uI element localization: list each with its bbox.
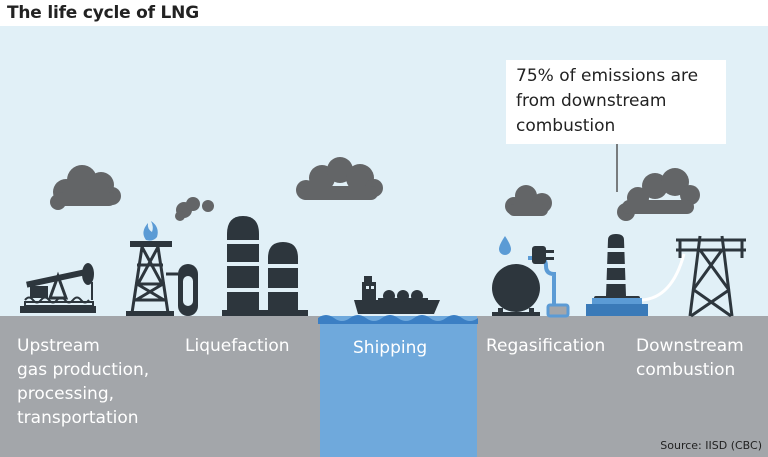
- gas-droplet-icon: [499, 236, 511, 255]
- emissions-callout: 75% of emissions are from downstream com…: [506, 60, 726, 144]
- smoke-cloud-icon: [175, 197, 214, 221]
- power-cable: [641, 253, 686, 302]
- smoke-cloud-icon: [50, 165, 121, 210]
- water-area: [320, 316, 477, 457]
- regas-sphere-icon: [492, 264, 540, 316]
- power-pylon-icon: [676, 235, 746, 318]
- source-note: Source: IISD (CBC): [660, 439, 762, 452]
- stage-label-upstream: Upstream gas production, processing, tra…: [17, 336, 150, 428]
- page-title: The life cycle of LNG: [7, 3, 199, 23]
- stage-label-liquefaction: Liquefaction: [185, 336, 290, 356]
- gas-flare-derrick-icon: [126, 221, 174, 316]
- storage-tank-icon: [166, 264, 198, 316]
- plug-icon: [528, 246, 570, 318]
- ground-right: [477, 316, 768, 457]
- smoke-cloud-icon: [296, 157, 383, 200]
- lng-tanks-icon: [222, 216, 308, 316]
- stage-label-shipping: Shipping: [353, 338, 428, 358]
- callout-text: 75% of emissions are from downstream com…: [516, 66, 699, 136]
- pumpjack-icon: [20, 263, 96, 313]
- lng-carrier-ship-icon: [354, 276, 440, 314]
- smoke-cloud-icon: [505, 185, 552, 216]
- stage-label-downstream: Downstream combustion: [636, 336, 744, 380]
- stack-icon: [586, 234, 648, 316]
- ground-left: [0, 316, 320, 457]
- water-waves: [318, 315, 478, 324]
- stage-label-regasification: Regasification: [486, 336, 606, 356]
- smoke-cloud-icon: [617, 168, 700, 221]
